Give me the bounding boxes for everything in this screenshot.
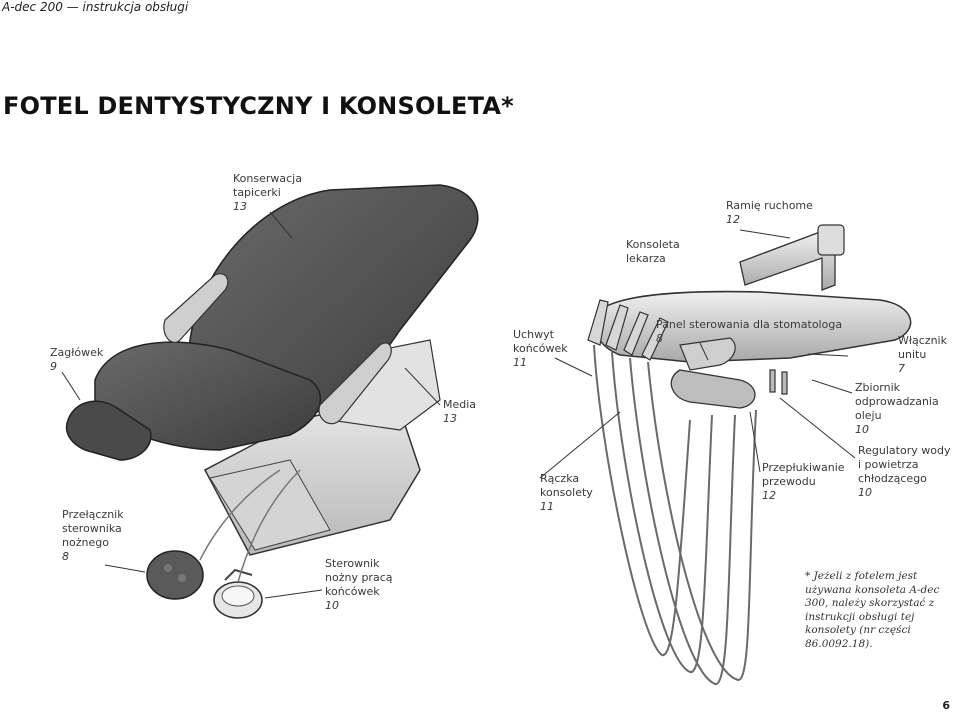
leader-lines	[61, 211, 856, 599]
label-flex-arm: Ramię ruchome 12	[726, 199, 813, 226]
footnote: * Jeżeli z fotelem jest używana konsolet…	[805, 570, 940, 650]
chair-armrest-right	[318, 342, 392, 425]
coolant-regulators	[769, 369, 788, 395]
label-doctor-console: Konsoleta lekarza	[626, 238, 680, 265]
control-panel	[679, 337, 736, 371]
label-upholstery-care: Konserwacja tapicerki 13	[233, 172, 302, 213]
label-master-toggle: Włącznik unitu 7	[898, 334, 947, 375]
foot-control	[213, 568, 263, 619]
label-foot-control: Sterownik nożny pracą końcówek 10	[325, 557, 393, 612]
label-handpiece-holder: Uchwyt końcówek 11	[513, 328, 568, 369]
doctor-console	[594, 290, 912, 363]
foot-switch-toggle	[146, 550, 204, 600]
handpiece-holders	[587, 299, 669, 361]
flex-arm	[739, 224, 845, 291]
label-headrest: Zagłówek 9	[50, 346, 104, 373]
page-title: FOTEL DENTYSTYCZNY I KONSOLETA*	[3, 92, 514, 120]
label-flush: Przepłukiwanie przewodu 12	[762, 461, 845, 502]
label-coolant-regulators: Regulatory wody i powietrza chłodzącego …	[858, 444, 951, 499]
label-foot-switch: Przełącznik sterownika nożnego 8	[62, 508, 124, 563]
label-console-handle: Rączka konsolety 11	[540, 472, 593, 513]
handpiece-hoses	[593, 344, 757, 685]
chair-headrest	[65, 400, 152, 461]
chair-armrest-left	[163, 273, 229, 343]
label-control-panel: Panel sterowania dla stomatologa 8	[656, 318, 843, 345]
running-header: A-dec 200 — instrukcja obsługi	[2, 0, 189, 14]
label-media: Media 13	[443, 398, 477, 425]
label-oil-collector: Zbiornik odprowadzania oleju 10	[855, 381, 939, 436]
page-number: 6	[942, 699, 950, 712]
console-handle	[670, 369, 756, 409]
